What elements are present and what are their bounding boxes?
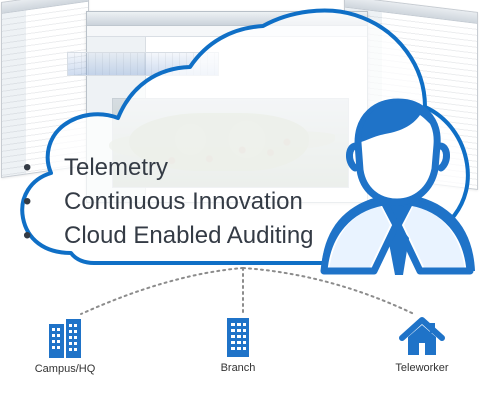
cloud-feature-item: Continuous Innovation: [23, 185, 368, 219]
teleworker-site: Teleworker: [387, 316, 457, 374]
user-avatar: [305, 89, 487, 282]
campus-hq-site: Campus/HQ: [30, 317, 100, 375]
feature-continuous-innovation: Continuous Innovation: [64, 188, 303, 215]
branch-site: Branch: [213, 316, 263, 374]
cloud-feature-item: Telemetry: [23, 151, 368, 185]
teleworker-label: Teleworker: [395, 362, 449, 374]
person-avatar-icon: [320, 98, 475, 275]
feature-cloud-enabled-auditing: Cloud Enabled Auditing: [64, 222, 314, 249]
cloud-feature-item: Cloud Enabled Auditing: [23, 219, 368, 253]
branch-building-icon: [227, 318, 249, 357]
branch-label: Branch: [220, 362, 256, 374]
campus-hq-label: Campus/HQ: [34, 363, 96, 375]
cloud-feature-list: Telemetry Continuous Innovation Cloud En…: [23, 151, 368, 253]
feature-telemetry: Telemetry: [64, 154, 169, 181]
office-building-icon: [49, 319, 81, 358]
home-icon: [399, 317, 445, 355]
